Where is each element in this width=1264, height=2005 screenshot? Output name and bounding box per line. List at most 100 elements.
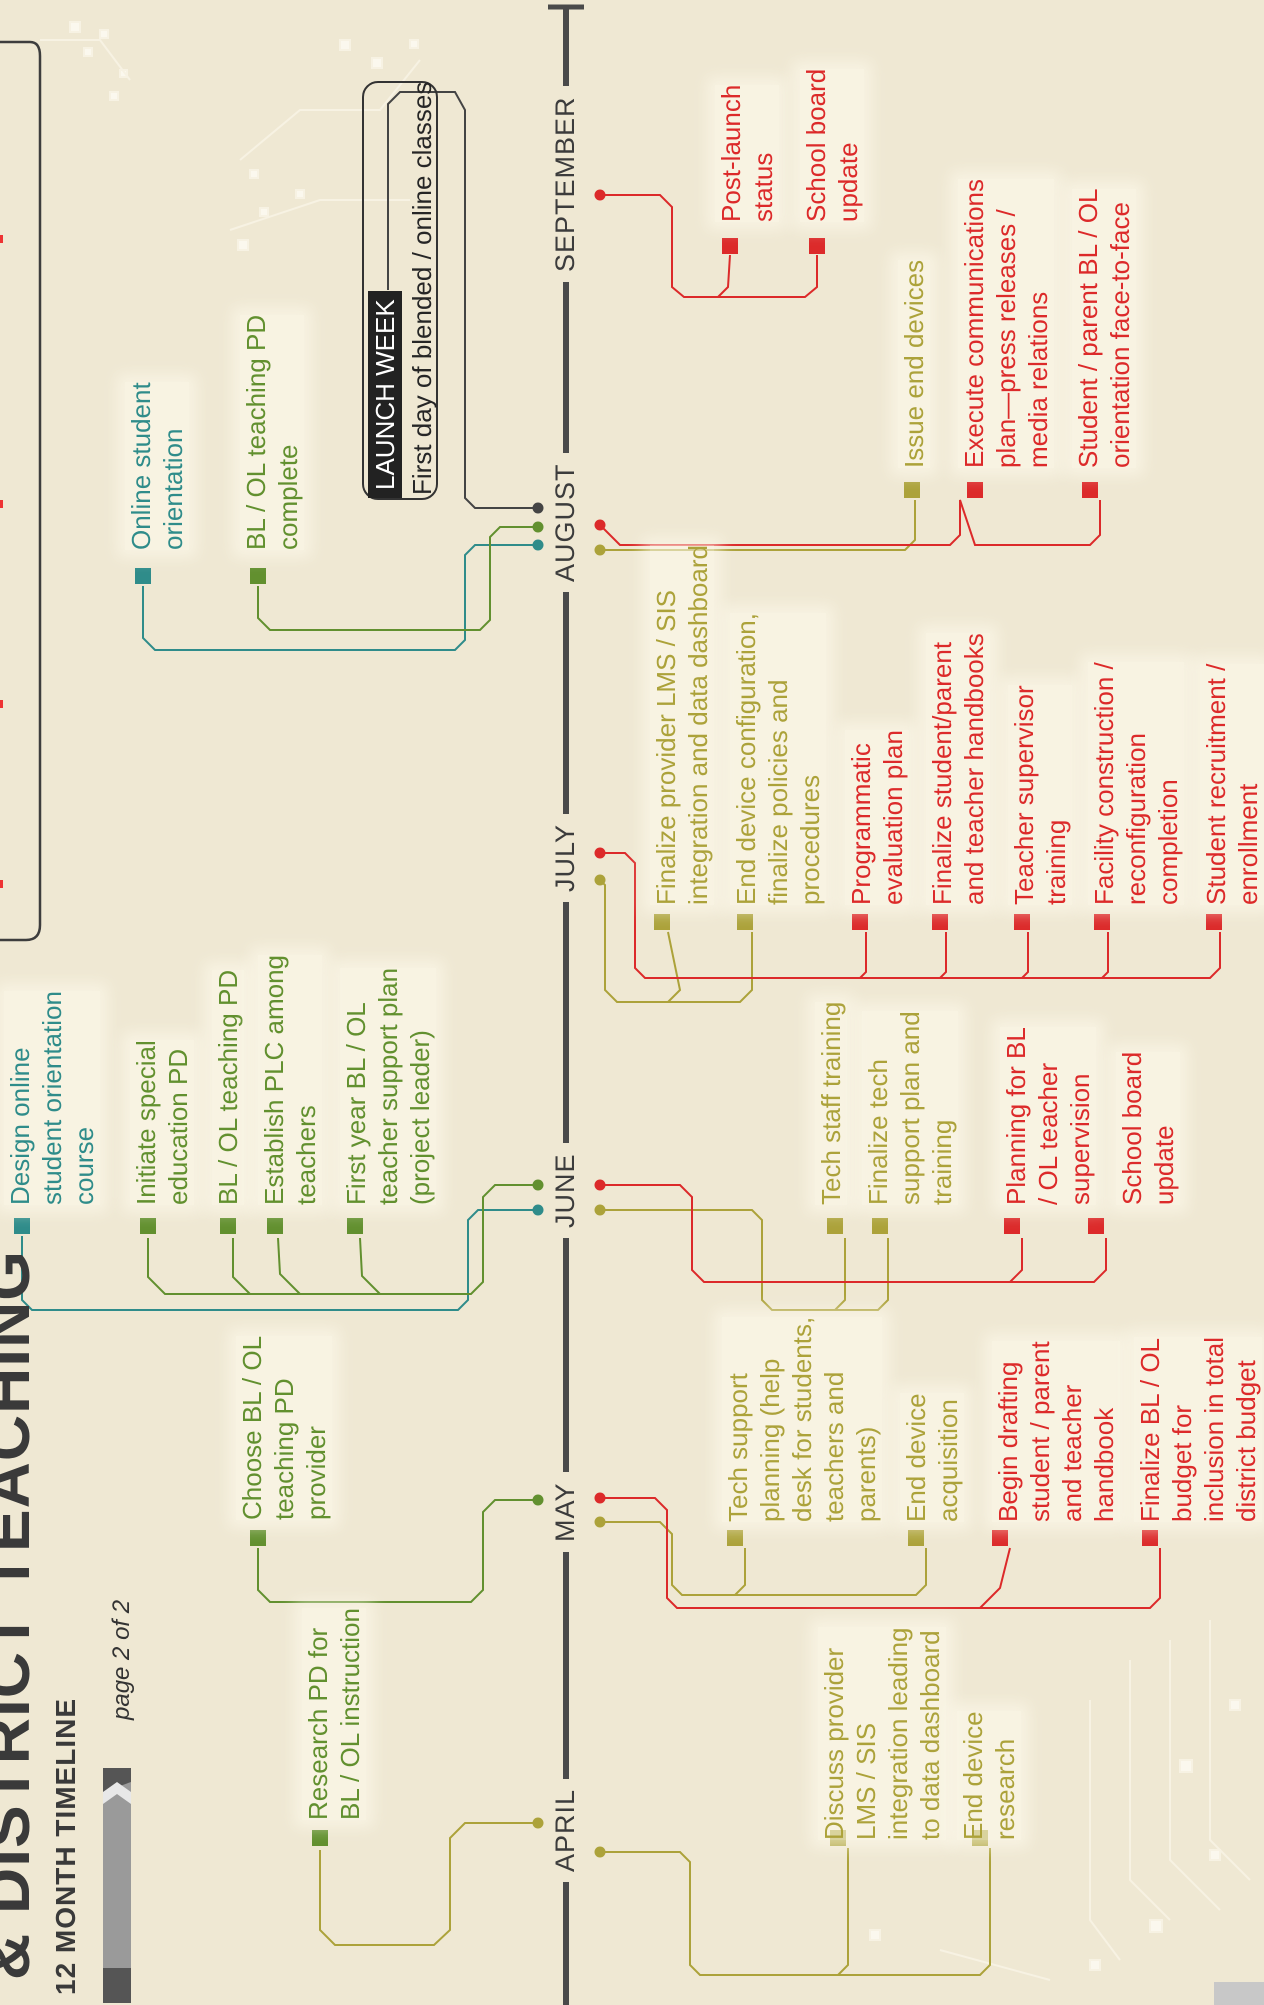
month-label-june: JUNE [550,1143,580,1238]
wire-aug-olive [600,500,916,551]
wire-aug-teal [142,544,538,651]
circuit-decoration-top [40,21,421,251]
task-teaching-pd: BL / OL teaching PD [212,969,244,1205]
axis-endpoint-dot [594,1516,606,1528]
task-marker-square [967,482,983,498]
task-marker-square [932,914,948,930]
wire-may-olive [600,1521,927,1596]
wire-june-red [600,1184,1107,1283]
axis-endpoint-dot [594,544,606,556]
axis-endpoint-dot [532,1817,544,1829]
axis-endpoint-dot [594,847,606,859]
task-marker-square [250,1530,266,1546]
task-marker-square [267,1218,283,1234]
task-marker-square [1094,914,1110,930]
task-marker-square [852,914,868,930]
wire-april-research [319,1822,538,1946]
task-marker-square [220,1218,236,1234]
axis-endpoint-dot [594,519,606,531]
corner-tab [1214,1982,1264,2005]
task-marker-square [135,568,151,584]
axis-endpoint-dot [594,1204,606,1216]
wire-may-choose [257,1499,538,1603]
launch-week-badge: LAUNCH WEEK [368,291,402,498]
chevron-bar-icon [103,1768,131,2003]
task-marker-square [1142,1530,1158,1546]
task-marker-square [872,1218,888,1234]
month-label-may: MAY [550,1472,580,1552]
wire-june-olive [600,1209,889,1311]
wire-april-tasks [600,1848,991,1976]
page-title: & DISTRICT TEACHING [0,1249,43,1980]
task-marker-square [1082,482,1098,498]
timeline-subtitle: 12 MONTH TIMELINE [50,1697,81,1995]
axis-endpoint-dot [532,539,544,551]
axis-endpoint-dot [594,1846,606,1858]
task-markers [14,238,1222,1846]
task-marker-square [312,1830,328,1846]
task-marker-square [992,1530,1008,1546]
task-marker-square [722,238,738,254]
page-indicator: page 2 of 2 [108,1599,135,1720]
task-marker-square [1088,1218,1104,1234]
task-marker-square [809,238,825,254]
task-student-recruitment: Student recruitment /enrollment [1200,663,1264,905]
task-marker-square [140,1218,156,1234]
task-marker-square [347,1218,363,1234]
task-marker-square [250,568,266,584]
wire-aug-launch [387,91,538,509]
task-marker-square [1004,1218,1020,1234]
circuit-decoration-bottom [869,1620,1251,1981]
axis-endpoint-dot [594,874,606,886]
axis-endpoint-dot [532,521,544,533]
month-label-september: SEPTEMBER [550,86,580,282]
task-marker-square [1014,914,1030,930]
wire-june-green [147,1184,538,1295]
frame-ticks [0,235,3,888]
month-label-july: JULY [550,813,580,902]
wire-july-red [600,852,1221,979]
axis-endpoint-dot [594,189,606,201]
task-marker-square [908,1530,924,1546]
axis-endpoint-dot [532,502,544,514]
task-issue-devices: Issue end devices [898,259,930,468]
task-marker-square [737,914,753,930]
axis-endpoint-dot [594,1492,606,1504]
task-marker-square [1206,914,1222,930]
month-label-august: AUGUST [550,453,580,592]
wire-june-teal [21,1209,538,1311]
header-frame [0,40,42,942]
task-tech-staff-training: Tech staff training [815,1001,847,1205]
wire-july-olive [599,879,753,1003]
axis-endpoint-dot [532,1494,544,1506]
month-label-april: APRIL [550,1778,580,1882]
task-end-device-config: End device configuration,finalize polici… [730,613,826,905]
wire-may-red [600,1497,1161,1609]
task-marker-square [654,914,670,930]
